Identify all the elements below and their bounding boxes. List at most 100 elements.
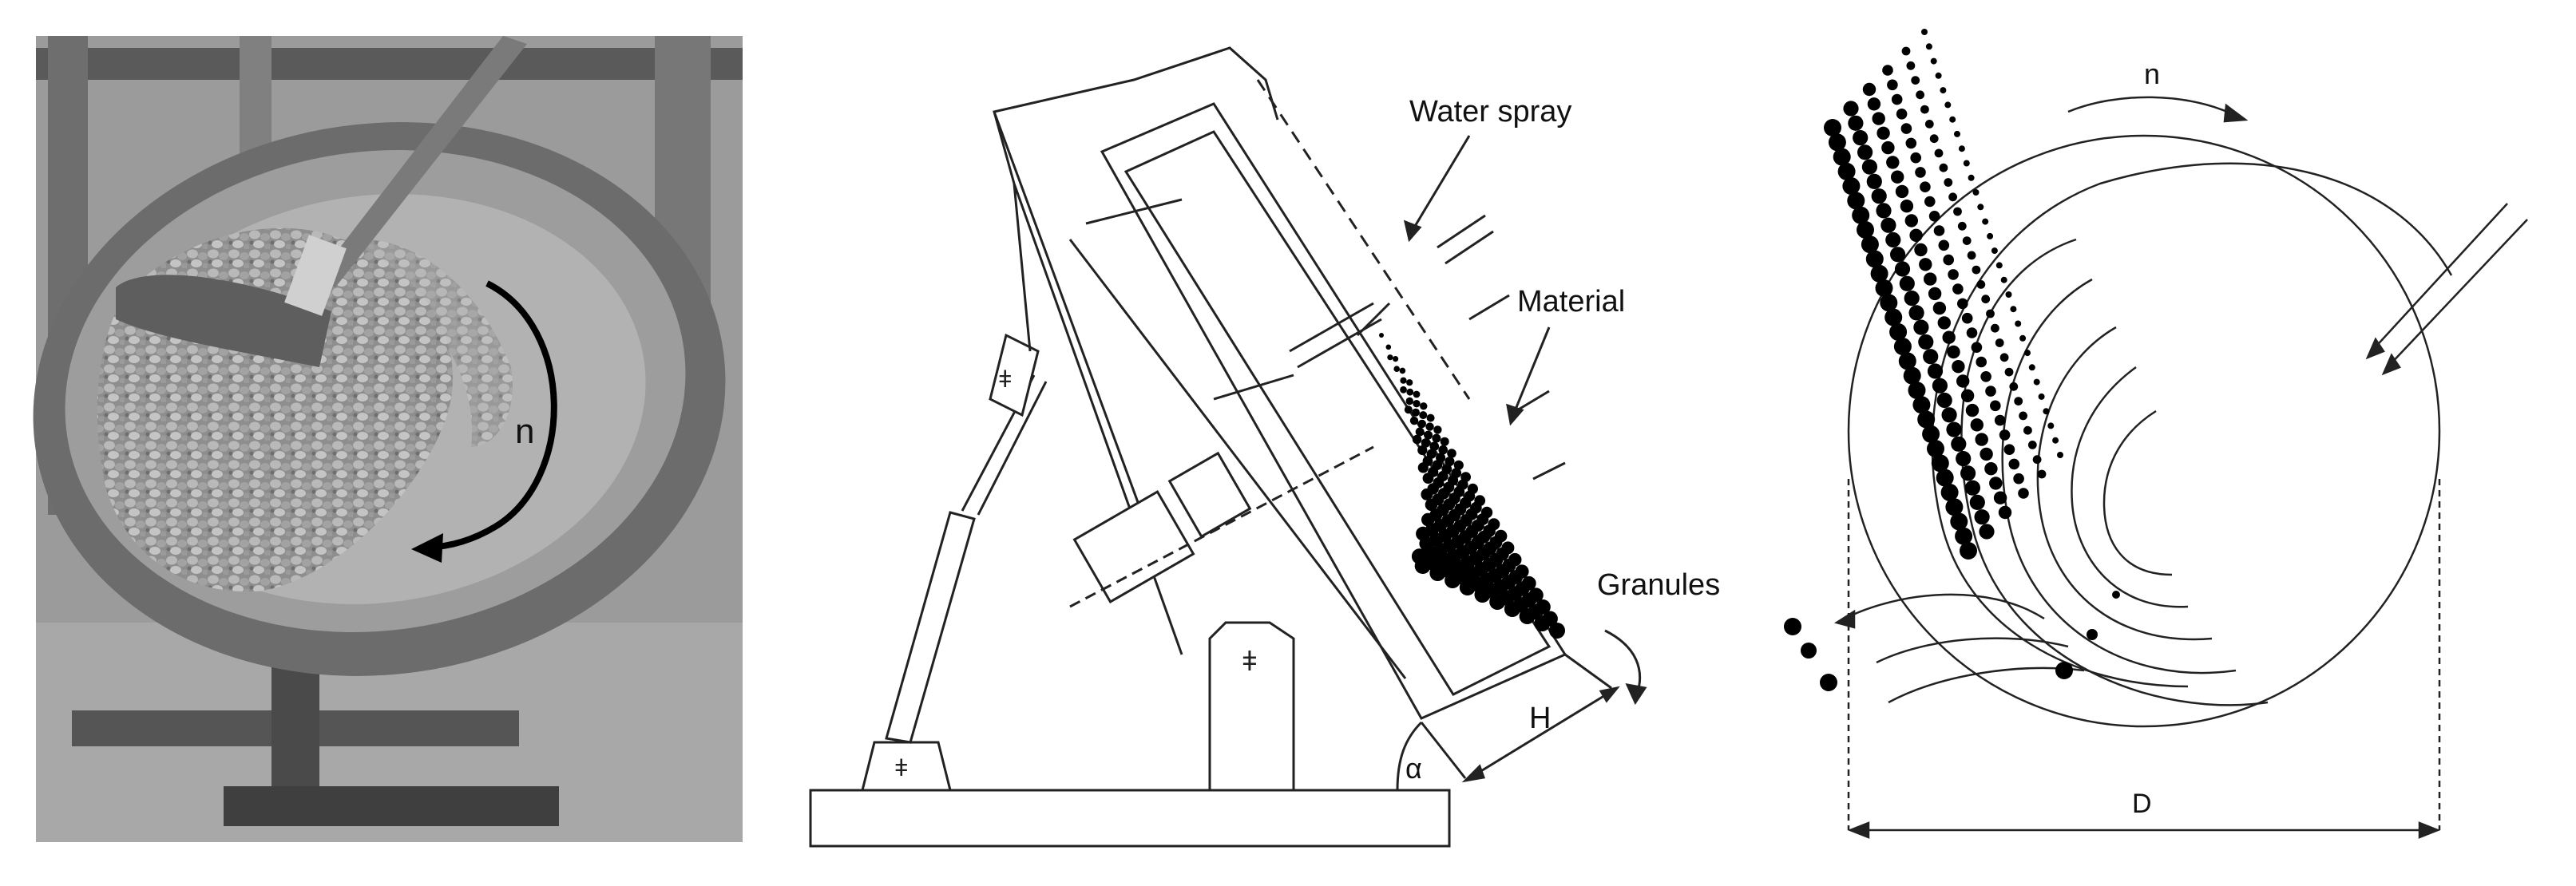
granule-dot (1956, 374, 1970, 388)
granule-dot (1828, 133, 1846, 152)
granule-dot (2004, 367, 2014, 377)
granule-dot (1929, 134, 1939, 144)
granule-dot (1876, 203, 1892, 219)
granule-dot (1415, 427, 1425, 437)
discharge-path-2 (1876, 637, 2069, 664)
granule-dot (1950, 512, 1968, 531)
granule-dot (1896, 109, 1908, 120)
granule-dot (1429, 441, 1440, 451)
granule-dot (1998, 505, 2012, 520)
granule-dot (1425, 498, 1438, 512)
granule-dot (1504, 601, 1520, 617)
granule-dot (1912, 396, 1931, 414)
granule-dot (1923, 349, 1939, 365)
granule-dot (1958, 145, 1965, 152)
granule-dot (1961, 312, 1973, 324)
granule-dot (1447, 449, 1456, 458)
granule-dot (1424, 430, 1433, 440)
granule-dot (2027, 441, 2037, 449)
granule-dot (1880, 294, 1898, 312)
granule-dot (1970, 418, 1984, 432)
granule-dot (2019, 411, 2027, 421)
granule-dot (1908, 382, 1926, 399)
scraper-shaft (315, 36, 527, 287)
hydraulic-cylinder (885, 511, 976, 744)
granule-dot (1534, 615, 1551, 631)
granule-dot (1928, 211, 1940, 222)
pan-top-view: n D (1784, 29, 2528, 839)
granule-dot (1960, 389, 1975, 402)
granule-dot (1861, 235, 1879, 254)
granule-dot (1994, 414, 2006, 426)
granule-dot (1976, 356, 1987, 368)
granule-dot (1980, 447, 1993, 461)
granule-dot (1413, 400, 1421, 408)
granule-dot (1976, 280, 1986, 289)
discharged-granule (2112, 591, 2120, 599)
granule-dot (1857, 144, 1873, 160)
granule-dot (1934, 148, 1944, 158)
granule-dot (1952, 283, 1964, 295)
granule-dot (1393, 356, 1399, 362)
granule-dot (1918, 334, 1934, 350)
granule-dot (1417, 445, 1428, 456)
granule-dot (1940, 483, 1959, 501)
granule-dot (1852, 206, 1870, 224)
discharged-granule (1784, 618, 1801, 635)
granule-dot (1412, 408, 1420, 417)
granule-dot (1924, 272, 1937, 286)
granule-dot (1843, 101, 1859, 117)
granule-dot (1933, 225, 1945, 236)
swing-frame (1013, 183, 1183, 655)
granule-dot (1433, 425, 1442, 434)
granule-dot (1870, 264, 1888, 283)
granule-dot (1421, 438, 1431, 448)
granule-dot (1884, 308, 1903, 326)
trajectory-4 (2036, 326, 2213, 641)
granule-dot (1421, 512, 1435, 527)
drive-axis (1069, 445, 1374, 608)
granule-dot (1922, 425, 1940, 443)
granule-dot (1895, 184, 1909, 199)
granule-dot (1406, 379, 1413, 386)
photo-rotation-label: n (515, 412, 534, 451)
granule-dot (1963, 160, 1970, 167)
granule-dot (1919, 258, 1932, 271)
granule-dot (1474, 587, 1491, 603)
center-pedestal (1208, 621, 1295, 792)
granule-dot (1445, 457, 1455, 467)
granule-dot (1927, 363, 1944, 379)
granule-dot (1915, 167, 1926, 178)
granule-dot (1489, 594, 1506, 610)
granule-dot (1936, 469, 1954, 487)
granule-dot (1885, 231, 1901, 248)
granule-dot (1920, 181, 1931, 193)
granule-dot (1937, 316, 1951, 330)
granule-dot (1453, 460, 1464, 470)
trajectory-5 (2071, 366, 2189, 608)
granule-dot (1426, 413, 1435, 422)
granule-dot (1985, 386, 1996, 397)
granule-dot (1890, 247, 1906, 263)
granule-dot (1903, 366, 1921, 385)
drive-motor (1072, 489, 1195, 604)
granule-dot (1948, 269, 1959, 280)
granule-dot (1891, 93, 1903, 105)
granule-dot (1972, 265, 1981, 275)
spray-nozzle-1 (1437, 214, 1486, 249)
granule-dot (1393, 366, 1400, 373)
spray-nozzle-2 (1468, 294, 1510, 321)
granule-dot (1940, 87, 1947, 94)
granule-dot (2010, 306, 2017, 313)
granule-dot (1908, 305, 1924, 321)
granule-dot (1914, 243, 1928, 257)
granule-dot (1931, 454, 1949, 473)
pan-photo: n (33, 36, 743, 842)
granule-dot (2052, 437, 2059, 444)
granule-dot (1881, 140, 1895, 155)
granule-dot (1865, 250, 1884, 268)
granule-dot (2013, 473, 2024, 485)
granule-dot (1519, 608, 1536, 624)
granule-dot (2014, 397, 2023, 405)
granule-dot (1871, 188, 1887, 204)
